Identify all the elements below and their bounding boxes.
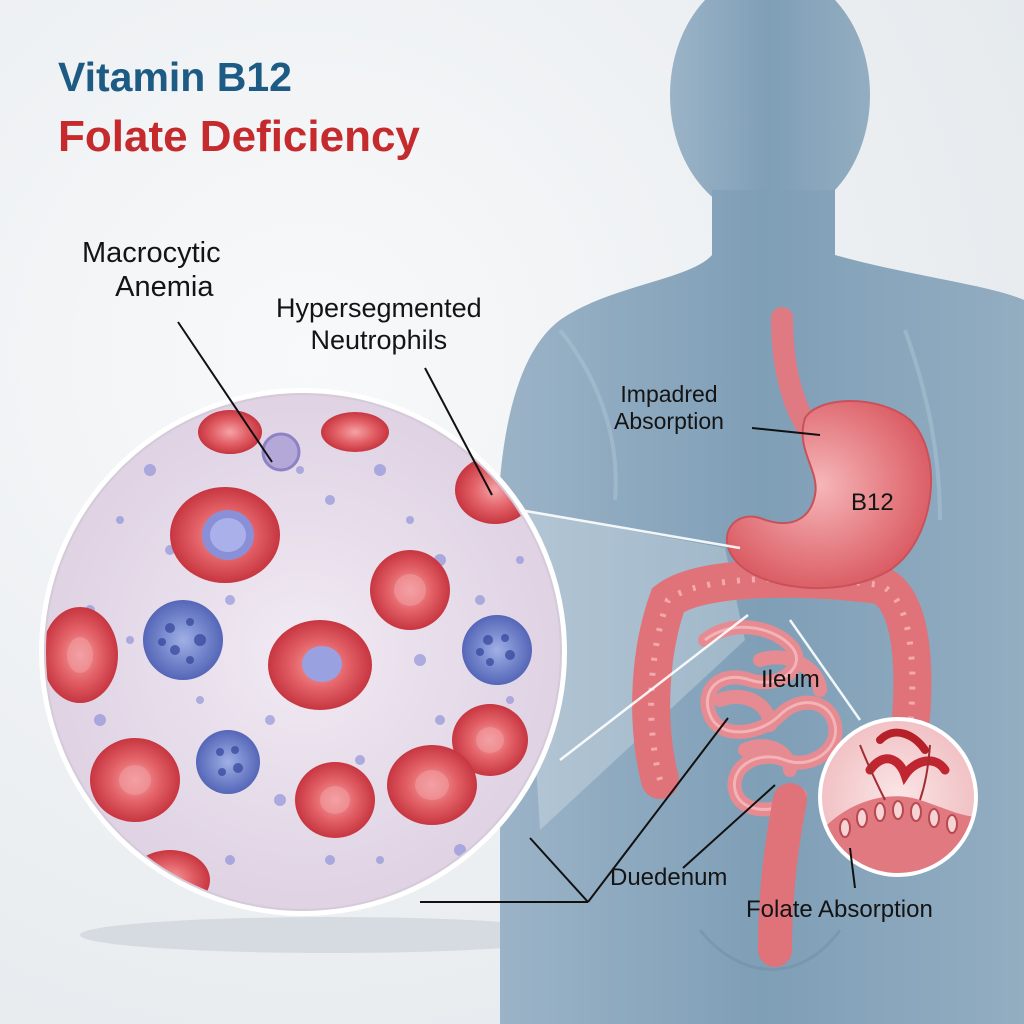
leader-lines bbox=[177, 321, 856, 903]
label-macrocytic-line2: Anemia bbox=[115, 271, 214, 304]
esophagus bbox=[771, 307, 819, 439]
label-hyperseg-line1: Hypersegmented bbox=[276, 293, 482, 323]
label-hyperseg-line2: Neutrophils bbox=[310, 324, 448, 355]
title-line-1: Vitamin B12 bbox=[58, 54, 292, 100]
folate-absorption-inset bbox=[818, 717, 978, 877]
label-b12: B12 bbox=[851, 489, 894, 516]
label-folate-absorption: Folate Absorption bbox=[746, 896, 933, 923]
hypersegmented-neutrophils bbox=[143, 600, 532, 794]
circle-shadow bbox=[80, 917, 580, 953]
cell-nuclei bbox=[202, 432, 342, 682]
label-impaired-line1: Impadred bbox=[620, 381, 718, 407]
label-impaired-absorption: Impadred Absorption bbox=[614, 381, 724, 435]
label-macrocytic-anemia: Macrocytic Anemia bbox=[82, 236, 221, 304]
label-impaired-line2: Absorption bbox=[614, 408, 724, 435]
label-macrocytic-line1: Macrocytic bbox=[82, 237, 221, 269]
label-duodenum: Duedenum bbox=[610, 864, 728, 891]
zoom-lines bbox=[519, 508, 862, 761]
label-ileum: Ileum bbox=[761, 666, 820, 693]
rbc-pale-centers bbox=[67, 574, 504, 814]
title-line-2: Folate Deficiency bbox=[58, 112, 420, 161]
blood-smear-magnified-view bbox=[39, 388, 567, 916]
rectum bbox=[758, 783, 807, 967]
label-hypersegmented-neutrophils: Hypersegmented Neutrophils bbox=[276, 293, 482, 357]
stomach bbox=[725, 400, 932, 590]
